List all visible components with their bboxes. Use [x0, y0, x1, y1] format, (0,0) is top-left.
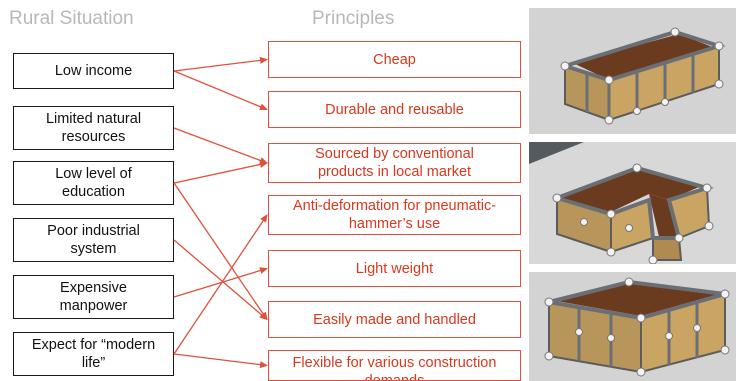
connection-arrow — [173, 353, 268, 369]
connection-arrow — [173, 127, 268, 164]
principle-flexible: Flexible for various construction demand… — [268, 350, 521, 381]
formwork-photo-t-shaped — [529, 142, 736, 264]
rural-item-label: Low level of education — [55, 166, 132, 200]
rural-item-limited-natural-resources: Limited natural resources — [13, 106, 174, 150]
rural-item-label: Low income — [54, 63, 133, 79]
rural-item-low-income: Low income — [13, 53, 174, 89]
connection-arrow — [173, 182, 268, 321]
principle-label: Anti-deformation for pneumatic- hammer’s… — [292, 198, 497, 232]
principle-easily-made: Easily made and handled — [268, 301, 521, 338]
rural-item-expensive-manpower: Expensive manpower — [13, 275, 174, 319]
rural-item-label: Poor industrial system — [47, 223, 140, 257]
principle-label: Durable and reusable — [325, 101, 464, 118]
rural-item-low-level-of-education: Low level of education — [13, 161, 174, 205]
principle-durable-reusable: Durable and reusable — [268, 91, 521, 128]
principle-sourced-locally: Sourced by conventional products in loca… — [268, 143, 521, 183]
principle-anti-deformation: Anti-deformation for pneumatic- hammer’s… — [268, 195, 521, 235]
principles-heading: Principles — [312, 8, 395, 29]
principle-light-weight: Light weight — [268, 250, 521, 287]
connection-arrow — [173, 239, 268, 321]
formwork-photo-l-shaped — [529, 272, 736, 381]
principle-label: Sourced by conventional products in loca… — [315, 146, 474, 180]
principle-label: Flexible for various construction demand… — [292, 355, 497, 381]
rural-situation-heading: Rural Situation — [9, 8, 134, 29]
rural-item-poor-industrial-system: Poor industrial system — [13, 218, 174, 262]
formwork-photo-straight — [529, 8, 736, 134]
rural-item-label: Expensive manpower — [59, 280, 128, 314]
principle-label: Light weight — [355, 260, 434, 277]
connection-arrow — [173, 267, 268, 298]
principle-label: Easily made and handled — [313, 311, 476, 328]
connection-arrow — [173, 70, 268, 111]
principle-label: Cheap — [373, 51, 416, 68]
principle-cheap: Cheap — [268, 41, 521, 78]
connection-arrow — [173, 161, 268, 184]
rural-item-expect-modern-life: Expect for “modern life” — [13, 332, 174, 376]
connection-arrow — [173, 214, 268, 355]
connection-arrow — [173, 56, 268, 72]
rural-item-label: Expect for “modern life” — [31, 337, 156, 371]
rural-item-label: Limited natural resources — [45, 111, 142, 145]
